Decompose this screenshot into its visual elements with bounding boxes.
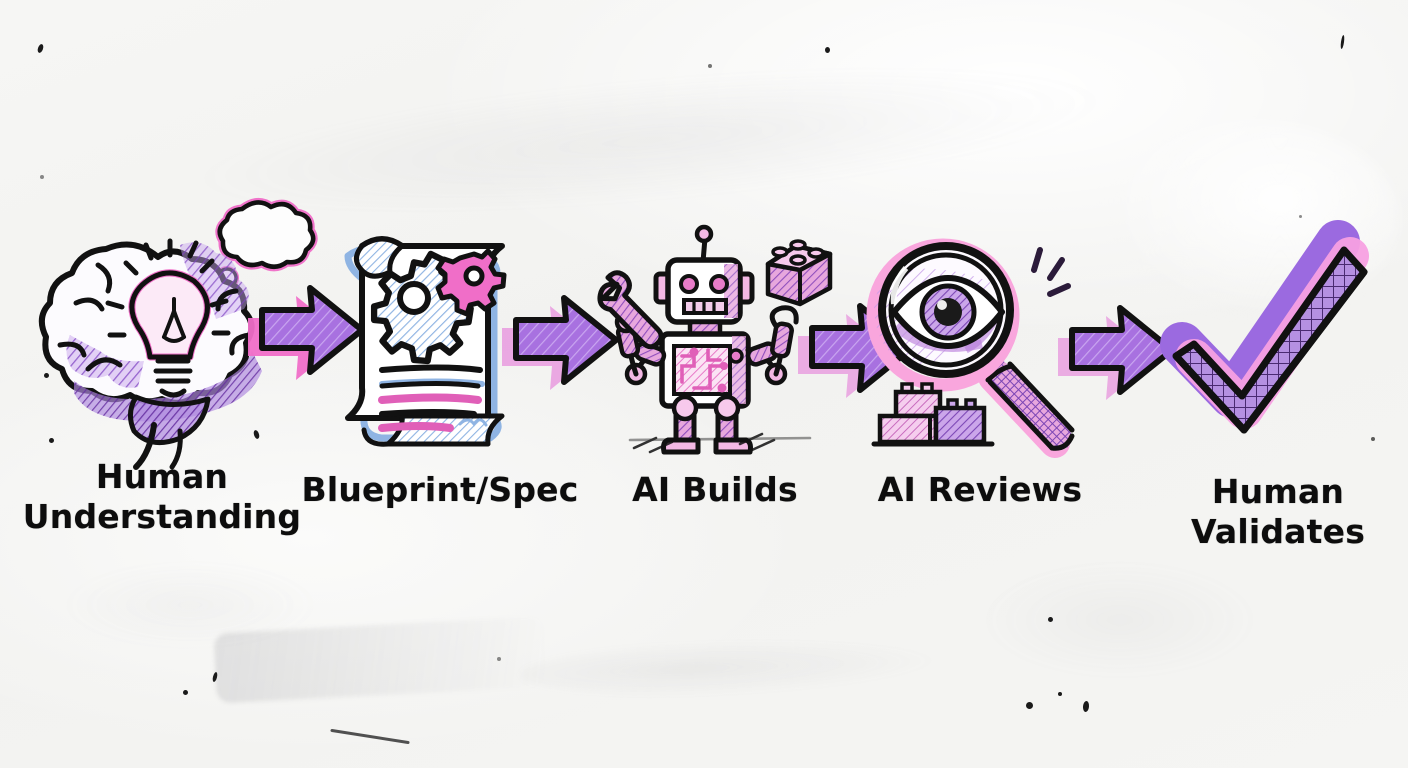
marker-fleck <box>1082 700 1090 713</box>
stage-blueprint-spec[interactable]: Blueprint/Spec <box>302 228 578 509</box>
eraser-smudge <box>60 560 320 650</box>
eye-icon <box>891 275 1005 349</box>
lego-bricks-icon <box>871 382 995 447</box>
marker-fleck <box>497 657 501 661</box>
marker-fleck <box>183 690 188 695</box>
marker-fleck <box>1048 617 1053 622</box>
robot-icon <box>597 224 833 455</box>
marker-fleck <box>330 728 410 745</box>
brain-lightbulb-icon <box>38 198 318 470</box>
arrow-right-icon <box>798 303 915 398</box>
stage-ai-reviews[interactable]: AI Reviews <box>866 232 1090 509</box>
stage-label-human-understanding: Human Understanding <box>22 457 302 537</box>
sparkle-lines-icon <box>1031 247 1071 297</box>
arrow-right-icon <box>502 295 619 390</box>
arrow-right-icon <box>1058 305 1175 400</box>
marker-fleck <box>825 47 830 53</box>
marker-fleck <box>49 438 54 443</box>
marker-fleck <box>708 64 712 68</box>
arrow-right-icon <box>248 285 365 380</box>
marker-fleck <box>1299 215 1302 218</box>
arrow-1-brain-to-blueprint <box>248 282 368 382</box>
arrow-4-magnifier-to-check <box>1058 302 1178 402</box>
robot-right-arm <box>745 305 799 386</box>
marker-fleck <box>1026 702 1033 709</box>
magnifier-eye-icon <box>866 238 1075 458</box>
arrow-2-blueprint-to-robot <box>502 292 622 392</box>
eraser-smudge <box>196 41 1104 239</box>
gear-small-icon <box>435 248 507 317</box>
marker-fleck <box>211 671 219 683</box>
eraser-smudge <box>980 560 1260 680</box>
marker-fleck <box>1058 692 1062 696</box>
building-block-icon <box>765 239 833 307</box>
spec-text-lines <box>378 364 488 432</box>
stage-label-blueprint-spec: Blueprint/Spec <box>301 470 579 509</box>
magnifier-handle <box>978 360 1075 458</box>
marker-fleck <box>1340 34 1345 50</box>
stage-human-understanding[interactable]: Human Understanding <box>23 185 318 536</box>
eraser-smudge <box>519 632 941 703</box>
marker-fleck <box>1371 437 1375 441</box>
lightbulb-icon <box>105 238 231 398</box>
stage-label-ai-reviews: AI Reviews <box>877 470 1083 509</box>
stage-label-ai-builds: AI Builds <box>632 470 798 509</box>
checkmark-icon <box>1160 220 1369 434</box>
marker-fleck <box>44 373 49 378</box>
marker-fleck <box>36 43 45 54</box>
marker-fleck <box>40 175 44 179</box>
arrow-3-robot-to-magnifier <box>798 300 918 400</box>
stage-human-validates[interactable]: Human Validates <box>1160 220 1388 551</box>
stage-ai-builds[interactable]: AI Builds <box>590 222 840 509</box>
stage-label-human-validates: Human Validates <box>1190 472 1366 552</box>
scroll-document-icon <box>344 236 507 447</box>
wrench-icon <box>597 270 664 350</box>
